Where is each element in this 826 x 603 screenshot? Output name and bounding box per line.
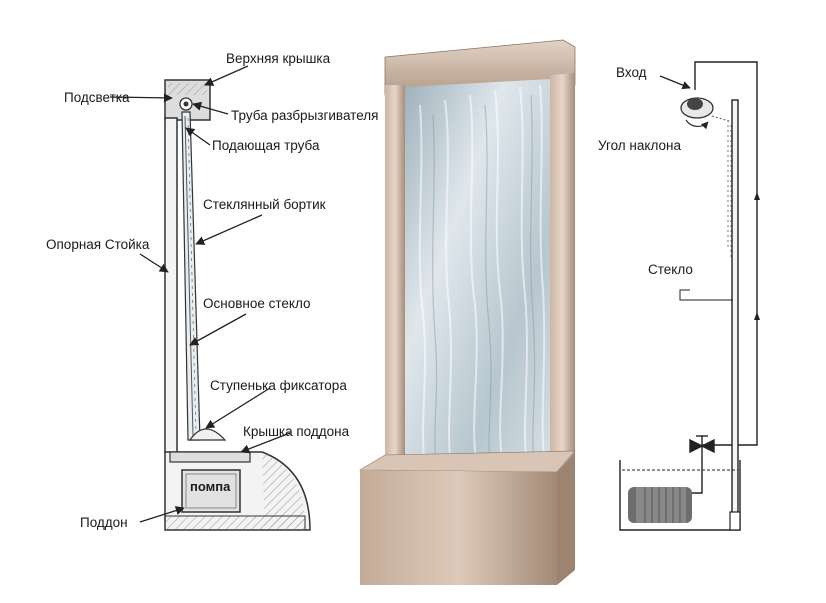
label-backlight: Подсветка — [64, 90, 130, 105]
label-sprinkler-pipe: Труба разбрызгивателя — [231, 108, 379, 123]
label-support-post: Опорная Стойка — [46, 237, 150, 252]
leader-lines — [109, 65, 291, 523]
valve — [689, 438, 704, 454]
falling-water — [727, 120, 732, 260]
fountain-render — [358, 39, 576, 585]
label-retainer-step: Ступенька фиксатора — [210, 378, 347, 393]
glass-shape — [731, 99, 739, 526]
support-post-shape — [164, 117, 178, 454]
right-schematic — [619, 61, 760, 531]
frame-left — [385, 85, 405, 475]
label-glass: Стекло — [648, 262, 693, 277]
water-glass — [405, 79, 550, 473]
label-inlet: Вход — [616, 65, 647, 80]
tank-shape — [619, 460, 741, 531]
frame-right — [550, 73, 575, 465]
label-tray: Поддон — [80, 515, 128, 530]
base-front — [360, 470, 557, 585]
retainer-step-shape — [188, 428, 227, 441]
tray-cover-shape — [169, 451, 251, 463]
label-top-cover: Верхняя крышка — [226, 51, 331, 66]
base-side — [557, 453, 575, 585]
label-pump: помпа — [190, 479, 231, 494]
water-ripples — [418, 84, 546, 466]
sprinkler-head — [680, 97, 733, 130]
main-glass-shape — [181, 111, 201, 441]
label-tilt-angle: Угол наклона — [598, 138, 681, 153]
pump-body — [628, 487, 692, 523]
flow-arrows — [754, 192, 760, 320]
left-schematic — [109, 65, 311, 531]
drain-tube — [729, 511, 741, 531]
label-supply-pipe: Подающая труба — [212, 138, 320, 153]
supply-loop — [694, 61, 758, 446]
label-glass-rim: Стеклянный бортик — [203, 197, 326, 212]
label-main-glass: Основное стекло — [203, 296, 311, 311]
pump-shape — [181, 469, 241, 513]
pump-pipe — [692, 445, 703, 494]
label-tray-cover: Крышка поддона — [243, 424, 350, 439]
